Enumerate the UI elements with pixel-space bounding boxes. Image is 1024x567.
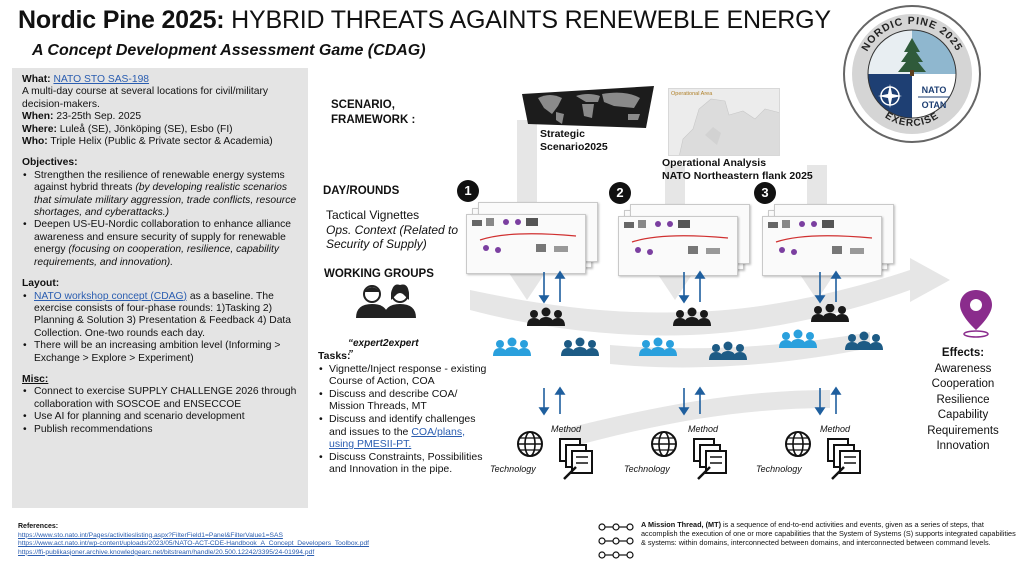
day-rounds-label: DAY/ROUNDS — [323, 185, 400, 197]
mission-thread-definition: A Mission Thread, (MT) is a sequence of … — [641, 520, 1016, 547]
technology-label: Technology — [624, 464, 670, 474]
technology-label: Technology — [756, 464, 802, 474]
page-title: Nordic Pine 2025: HYBRID THREATS AGAINTS… — [18, 6, 831, 34]
reference-link[interactable]: https://ffi-publikasjoner.archive.knowle… — [18, 548, 315, 556]
reference-link[interactable]: https://www.act.nato.int/wp-content/uplo… — [18, 540, 370, 548]
effect-item: Resilience — [936, 393, 990, 406]
tasks-heading: Tasks: — [318, 350, 351, 362]
scenario-framework-label: SCENARIO, FRAMEWORK : — [331, 99, 416, 126]
method-label: Method — [820, 424, 851, 434]
location-pin-icon — [960, 290, 992, 338]
experts-icon — [356, 284, 416, 318]
layout-heading: Layout: — [22, 278, 60, 290]
vignette-details — [472, 218, 873, 256]
effects-list: Effects: Awareness Cooperation Resilienc… — [918, 346, 1008, 455]
logo-otan-text: OTAN — [922, 100, 947, 110]
ops-context-label: Ops. Context (Related to Security of Sup… — [326, 223, 459, 251]
strategic-world-map — [522, 86, 654, 128]
reference-link[interactable]: https://www.sto.nato.int/Pages/activitie… — [18, 531, 283, 539]
method-technology-icons — [517, 431, 862, 481]
working-groups-label: WORKING GROUPS — [324, 268, 434, 280]
sas-198-link[interactable]: NATO STO SAS-198 — [53, 74, 150, 85]
round-badge: 1 — [457, 180, 479, 202]
layout-item: NATO workshop concept (CDAG) as a baseli… — [22, 291, 298, 341]
round-badge: 3 — [754, 182, 776, 204]
cdag-link[interactable]: NATO workshop concept (CDAG) — [34, 290, 187, 302]
effect-item: Innovation — [936, 440, 990, 452]
effect-item: Cooperation — [931, 378, 995, 390]
misc-heading: Misc: — [22, 373, 49, 385]
effect-item: Requirements — [927, 424, 999, 437]
technology-label: Technology — [490, 464, 536, 474]
working-group-people — [493, 304, 883, 360]
task-item: •Discuss and identify challenges and iss… — [319, 412, 476, 451]
tasks-block: Tasks: •Vignette/Inject response - exist… — [318, 350, 490, 476]
operational-area-caption: Operational Area — [671, 91, 713, 97]
objective-item: Strengthen the resilience of renewable e… — [22, 170, 298, 220]
effect-item: Capability — [937, 409, 989, 421]
objective-item: Deepen US-EU-Nordic collaboration to enh… — [22, 219, 298, 269]
round-badge: 2 — [609, 182, 631, 204]
page-subtitle: A Concept Development Assessment Game (C… — [32, 42, 426, 59]
effect-item: Awareness — [934, 362, 992, 375]
mission-thread-icon — [598, 523, 634, 559]
objectives-heading: Objectives: — [22, 157, 78, 169]
misc-item: Connect to exercise SUPPLY CHALLENGE 202… — [22, 386, 298, 411]
exercise-logo: NORDIC PINE 2025 EXERCISE NATO OTAN — [843, 5, 981, 143]
pmesii-link[interactable]: COA/plans, using PMESII-PT. — [329, 425, 466, 451]
operational-area-map: Operational Area — [668, 88, 780, 156]
task-item: •Discuss Constraints, Possibilities and … — [319, 450, 483, 476]
strategic-scenario-label: Strategic Scenario2025 — [540, 128, 608, 153]
logo-nato-text: NATO — [922, 85, 947, 95]
misc-item: Use AI for planning and scenario develop… — [22, 411, 298, 424]
layout-item: There will be an increasing ambition lev… — [22, 340, 298, 365]
task-item: •Vignette/Inject response - existing Cou… — [319, 362, 487, 388]
working-group-arrows — [538, 270, 842, 416]
tactical-vignettes-label: Tactical Vignettes — [326, 208, 420, 222]
expert-label: “expert2expert ” — [348, 338, 419, 360]
effects-heading: Effects: — [941, 347, 985, 359]
method-label: Method — [551, 424, 582, 434]
misc-item: Publish recommendations — [22, 424, 298, 437]
info-panel: What: NATO STO SAS-198 A multi-day cours… — [12, 68, 308, 508]
references: References: https://www.sto.nato.int/Pag… — [18, 523, 370, 556]
method-label: Method — [688, 424, 719, 434]
task-item: •Discuss and describe COA/ Mission Threa… — [319, 387, 458, 413]
operational-analysis-label: Operational Analysis NATO Northeastern f… — [662, 157, 813, 182]
